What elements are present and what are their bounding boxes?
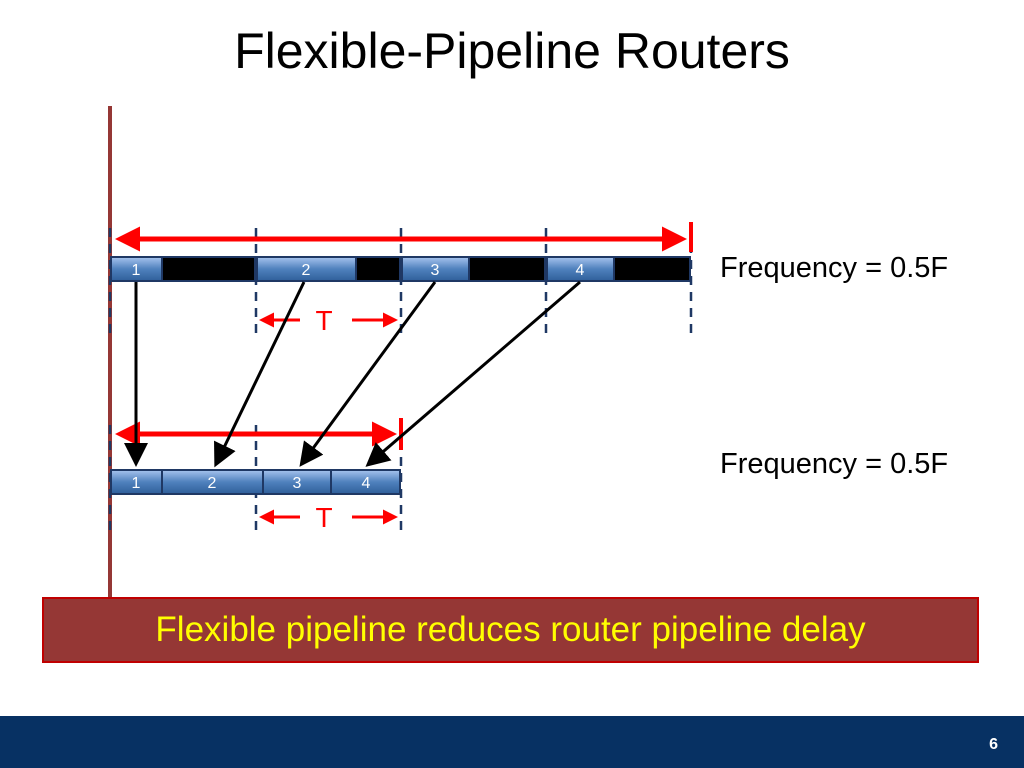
top-idle-3 [468,256,546,282]
top-idle-4 [613,256,691,282]
bottom-pipeline [110,469,401,495]
top-idle-2 [355,256,401,282]
top-period-label: T [315,305,332,336]
slide-number: 6 [989,736,998,753]
bottom-stage-3-label: 3 [293,475,302,492]
pipeline-diagram: 1 2 3 4 T 1 2 3 4 T [108,106,693,597]
bottom-stage-3 [262,469,332,495]
callout-box: Flexible pipeline reduces router pipelin… [42,597,979,663]
top-stage-1-label: 1 [132,262,141,279]
mapping-arrow-stage-3 [299,281,437,467]
callout-text: Flexible pipeline reduces router pipelin… [155,610,866,649]
top-frequency-label: Frequency = 0.5F [720,252,949,284]
top-stage-2-label: 2 [302,262,311,279]
footer-bar: 6 [0,716,1024,768]
bottom-stage-4 [330,469,401,495]
stage-mapping-arrows [124,280,581,468]
bottom-stage-4-label: 4 [362,475,371,492]
bottom-stage-2 [161,469,264,495]
top-idle-1 [161,256,256,282]
top-stage-3-label: 3 [431,262,440,279]
bottom-period-label: T [315,502,332,533]
mapping-arrow-stage-2 [214,281,306,468]
bottom-stage-1-label: 1 [132,475,141,492]
mapping-arrow-stage-4 [365,280,581,467]
top-cycle-dividers [108,228,693,338]
top-pipeline [110,256,691,282]
slide-title: Flexible-Pipeline Routers [234,23,790,79]
bottom-frequency-label: Frequency = 0.5F [720,448,949,480]
top-stage-4-label: 4 [576,262,585,279]
bottom-stage-2-label: 2 [208,475,217,492]
